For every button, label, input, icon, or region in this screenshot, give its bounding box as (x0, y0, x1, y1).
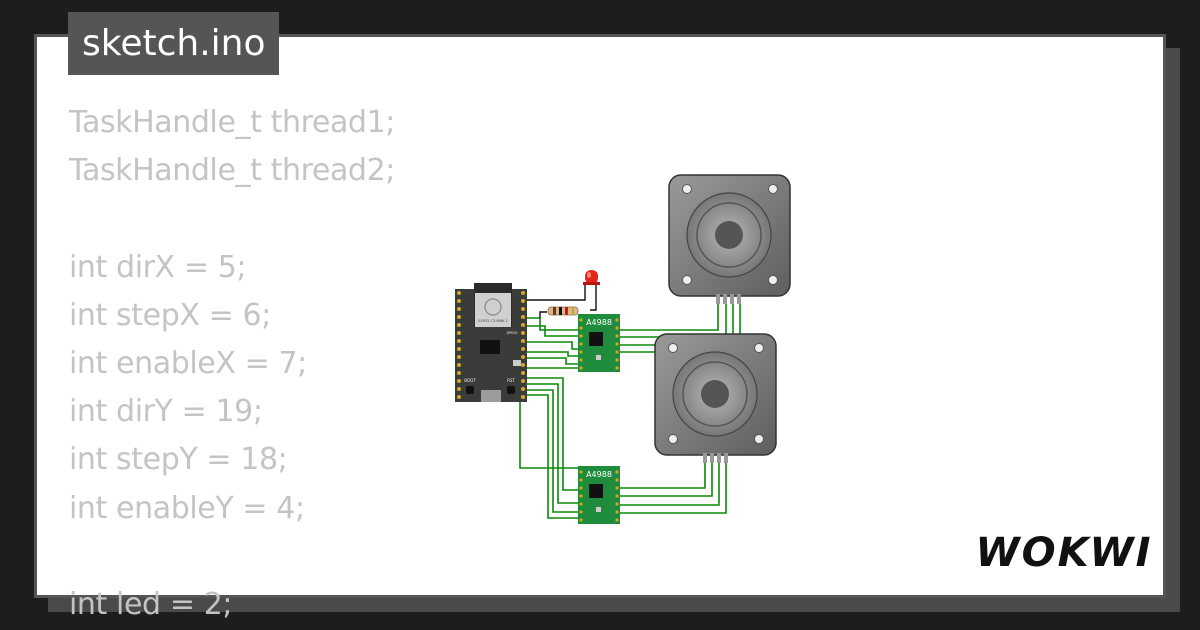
stepper-motor-bottom[interactable] (654, 333, 777, 463)
esp32-board[interactable]: ESP32-C3-MINI-1 BOOT RST GPIO0 (455, 283, 527, 402)
resistor[interactable] (547, 306, 579, 316)
code-line: int led = 2; (69, 587, 233, 623)
led-wires (527, 284, 597, 318)
code-line: int enableX = 7; (69, 346, 307, 382)
file-tab[interactable]: sketch.ino (68, 12, 280, 75)
code-line: TaskHandle_t thread1; (69, 105, 395, 140)
module-label: ESP32-C3-MINI-1 (478, 319, 507, 323)
code-line: TaskHandle_t thread2; (69, 153, 395, 189)
wokwi-logo: WOKWI (975, 530, 1152, 576)
code-line: int dirY = 19; (69, 394, 263, 430)
code-line: int dirX = 5; (69, 249, 247, 285)
code-line: int enableY = 4; (69, 490, 305, 526)
code-preview: TaskHandle_t thread1; TaskHandle_t thread… (69, 99, 395, 629)
pin-label: GPIO0 (507, 331, 518, 335)
driver-top-label: A4988 (586, 318, 612, 327)
a4988-driver-top[interactable]: A4988 (578, 314, 620, 372)
code-line: int stepY = 18; (69, 442, 288, 478)
red-led[interactable] (583, 270, 600, 285)
wokwi-logo-text: WOKWI (975, 530, 1152, 576)
code-line: int stepX = 6; (69, 297, 271, 333)
boot-label: BOOT (464, 378, 476, 383)
a4988-driver-bottom[interactable]: A4988 (578, 466, 620, 524)
driver-bottom-label: A4988 (586, 470, 612, 479)
rst-label: RST (507, 378, 515, 383)
stepper-motor-top[interactable] (668, 174, 791, 304)
